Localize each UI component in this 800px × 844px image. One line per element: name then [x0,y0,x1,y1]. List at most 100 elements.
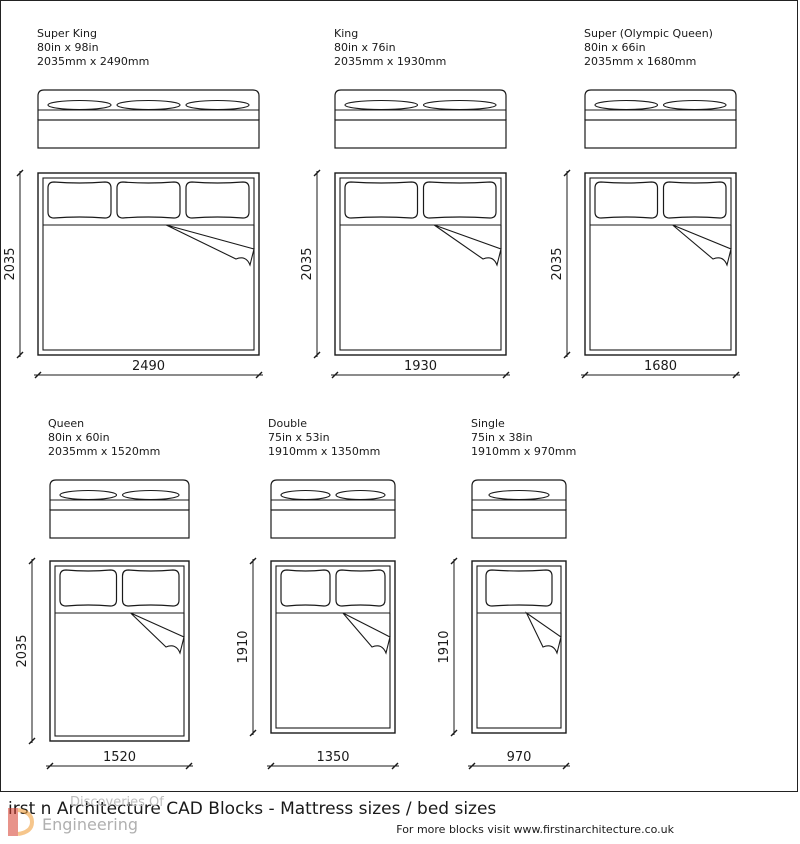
bed-name: Super (Olympic Queen) [584,27,713,40]
width-dimension-label: 1520 [103,750,136,765]
mattress-plan [275,565,391,729]
pillow-plan [280,569,331,607]
width-dimension-label: 1930 [404,359,437,374]
length-dimension-label: 1910 [437,630,452,663]
bed-metric-size: 1910mm x 970mm [471,445,577,458]
bed-label-super-olympic-queen: Super (Olympic Queen) 80in x 66in 2035mm… [584,27,713,69]
bed-base-elevation [584,119,737,149]
dimension-tick [468,762,476,770]
headboard-outline [471,479,567,510]
pillow-elevation [594,99,659,111]
bed-label-queen: Queen 80in x 60in 2035mm x 1520mm [48,417,160,459]
bed-metric-size: 2035mm x 1520mm [48,445,161,458]
dimension-tick [732,371,740,379]
dimension-tick [581,371,589,379]
sheet-corner-fold [130,612,185,655]
watermark-text-engineering: Engineering [42,815,138,834]
bed-metric-size: 2035mm x 2490mm [37,55,150,68]
pillow-elevation [422,99,497,111]
bed-base-elevation [270,509,396,539]
dimension-tick [450,557,458,565]
bed-metric-size: 2035mm x 1930mm [334,55,447,68]
dimension-tick [563,169,571,177]
bed-base-elevation [37,119,260,149]
title-block: irst n Architecture CAD Blocks - Mattres… [0,791,798,842]
headboard-outline [334,89,507,120]
pillow-plan [485,569,553,607]
sheet-corner-fold [672,224,732,267]
pillow-plan [116,181,181,219]
bed-frame-plan [37,172,260,356]
pillow-elevation [47,99,112,111]
bed-imperial-size: 75in x 38in [471,431,533,444]
bed-block-2: 2035 1680 [550,89,740,379]
width-dimension-label: 2490 [132,359,165,374]
dimension-tick [28,557,36,565]
bed-base-elevation [471,509,567,539]
pillow-elevation [121,489,180,501]
bed-imperial-size: 80in x 98in [37,41,99,54]
length-dimension-label: 2035 [300,247,315,280]
dimension-tick [502,371,510,379]
bed-base-elevation [49,509,190,539]
bed-frame-plan [334,172,507,356]
pillow-plan [59,569,118,607]
bed-metric-size: 2035mm x 1680mm [584,55,697,68]
bed-frame-plan [49,560,190,742]
dimension-tick [249,557,257,565]
bed-name: King [334,27,359,40]
dimension-tick [34,371,42,379]
pillow-plan [422,181,497,219]
bed-imperial-size: 80in x 76in [334,41,396,54]
bed-imperial-size: 80in x 60in [48,431,110,444]
length-dimension-label: 2035 [3,247,18,280]
bed-name: Double [268,417,307,430]
bed-label-single: Single 75in x 38in 1910mm x 970mm [471,417,576,459]
headboard-outline [584,89,737,120]
bed-imperial-size: 75in x 53in [268,431,330,444]
dimension-tick [249,729,257,737]
pillow-elevation [59,489,118,501]
pillow-elevation [488,489,550,501]
bed-name: Queen [48,417,85,430]
bed-label-king: King 80in x 76in 2035mm x 1930mm [334,27,446,69]
length-dimension-label: 2035 [550,247,565,280]
bed-name: Super King [37,27,97,40]
headboard-outline [49,479,190,510]
pillow-elevation [280,489,331,501]
bed-label-super-king: Super King 80in x 98in 2035mm x 2490mm [37,27,149,69]
headboard-outline [270,479,396,510]
bed-block-5: 1910 970 [437,479,570,770]
dimension-tick [267,762,275,770]
pillow-plan [594,181,659,219]
dimension-tick [391,762,399,770]
headboard-outline [37,89,260,120]
bed-frame-plan [471,560,567,734]
dimension-tick [28,737,36,745]
bed-frame-plan [584,172,737,356]
pillow-elevation [344,99,419,111]
watermark-logo-icon [8,808,34,836]
sheet-corner-fold [165,224,255,267]
pillow-elevation [662,99,727,111]
sheet-corner-fold [525,611,562,655]
pillow-elevation [116,99,181,111]
pillow-plan [344,181,419,219]
mattress-plan [339,177,502,351]
length-dimension-label: 1910 [236,630,251,663]
sheet-title: irst n Architecture CAD Blocks - Mattres… [8,799,497,819]
dimension-tick [331,371,339,379]
bed-name: Single [471,417,505,430]
sheet-corner-fold [433,224,502,267]
pillow-plan [47,181,112,219]
width-dimension-label: 1680 [644,359,677,374]
dimension-tick [562,762,570,770]
website-credit: For more blocks visit www.firstinarchite… [396,823,674,836]
dimension-tick [16,351,24,359]
bed-block-1: 2035 1930 [300,89,510,379]
width-dimension-label: 970 [507,750,532,765]
dimension-tick [450,729,458,737]
dimension-tick [313,351,321,359]
